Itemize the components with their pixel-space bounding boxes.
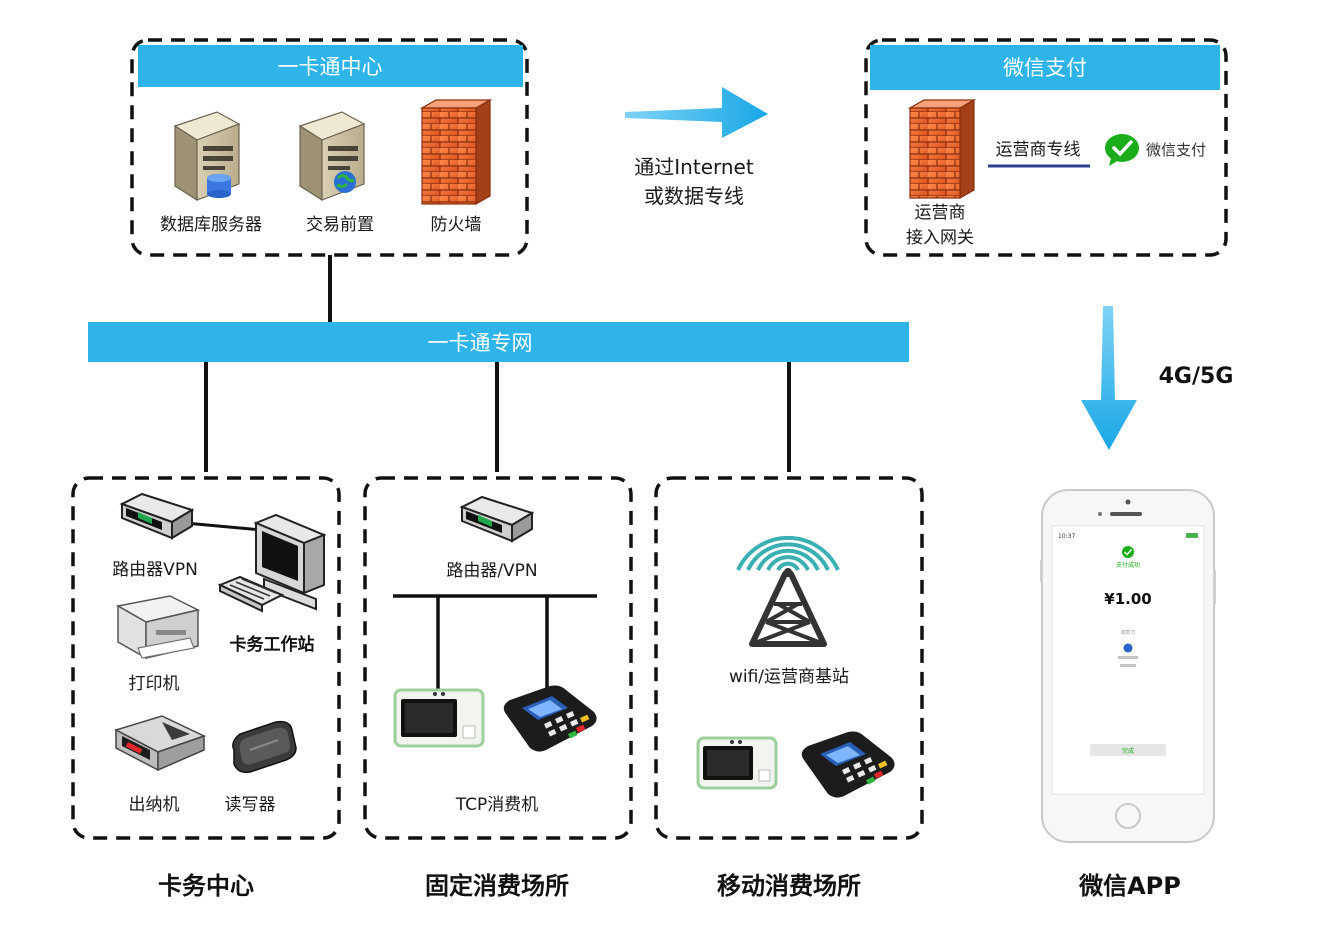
workstation-label: 卡务工作站 bbox=[230, 634, 315, 655]
database-server-label: 数据库服务器 bbox=[160, 215, 262, 235]
firewall-icon bbox=[419, 98, 493, 206]
reader-label: 读写器 bbox=[225, 795, 276, 815]
connector-lines bbox=[184, 255, 791, 692]
mobile-face-terminal-icon bbox=[696, 736, 778, 790]
cashier-label: 出纳机 bbox=[129, 795, 180, 815]
mobile-site-caption: 移动消费场所 bbox=[717, 872, 861, 900]
phone-done-label: 完成 bbox=[1122, 747, 1134, 755]
mobile-pos-icon bbox=[801, 731, 895, 798]
base-station-icon bbox=[736, 535, 840, 647]
gateway-label-2: 接入网关 bbox=[906, 228, 974, 248]
network-bar-label: 一卡通专网 bbox=[428, 331, 533, 355]
internet-arrow bbox=[625, 87, 768, 138]
base-station-label: wifi/运营商基站 bbox=[729, 667, 849, 687]
wechat-group-box bbox=[864, 38, 1228, 257]
phone-status-time: 10:37 bbox=[1058, 533, 1075, 540]
printer-icon bbox=[115, 595, 201, 660]
transaction-front-icon bbox=[298, 111, 366, 202]
phone-caption: 微信APP bbox=[1078, 872, 1181, 900]
payee-logo-icon bbox=[1123, 643, 1133, 653]
center-title: 一卡通中心 bbox=[278, 55, 383, 79]
card-center-group-box bbox=[71, 476, 341, 840]
firewall-label: 防火墙 bbox=[431, 215, 482, 235]
internet-link-text-2: 或数据专线 bbox=[644, 184, 744, 208]
wechat-title: 微信支付 bbox=[1003, 56, 1087, 80]
card-center-router-label: 路由器VPN bbox=[112, 560, 198, 580]
mobile-site-group-box bbox=[654, 476, 924, 840]
workstation-icon bbox=[217, 513, 327, 613]
router-icon bbox=[119, 492, 195, 540]
phone-amount: ¥1.00 bbox=[1104, 590, 1151, 608]
fixed-face-terminal-icon bbox=[393, 688, 485, 748]
printer-label: 打印机 bbox=[129, 674, 180, 694]
center-title-bar bbox=[138, 45, 523, 87]
cashier-machine-icon bbox=[114, 715, 206, 772]
fixed-router-label: 路由器/VPN bbox=[446, 561, 537, 581]
fixed-pos-icon bbox=[503, 685, 597, 752]
fixed-site-caption: 固定消费场所 bbox=[425, 872, 569, 900]
transaction-front-label: 交易前置 bbox=[306, 215, 374, 235]
phone-payee-label: 收款方 bbox=[1120, 629, 1135, 636]
phone-battery-icon bbox=[1186, 533, 1198, 538]
card-reader-icon bbox=[232, 720, 297, 774]
wechat-title-bar bbox=[870, 45, 1220, 90]
fixed-site-group-box bbox=[363, 476, 633, 840]
wechat-pay-logo-text: 微信支付 bbox=[1146, 141, 1206, 159]
network-bar bbox=[88, 322, 909, 362]
database-server-icon bbox=[173, 111, 241, 202]
success-check-icon bbox=[1122, 546, 1134, 558]
carrier-line-label: 运营商专线 bbox=[996, 140, 1081, 160]
fixed-router-icon bbox=[459, 495, 535, 543]
mobile-network-arrow bbox=[1081, 306, 1137, 450]
gateway-label-1: 运营商 bbox=[915, 203, 966, 223]
phone-pay-status: 支付成功 bbox=[1116, 561, 1140, 569]
internet-link-text-1: 通过Internet bbox=[634, 155, 754, 179]
mobile-link-label: 4G/5G bbox=[1159, 364, 1234, 389]
wechat-pay-icon bbox=[1105, 134, 1139, 166]
card-center-caption: 卡务中心 bbox=[158, 872, 254, 900]
phone-done-button[interactable] bbox=[1090, 744, 1166, 756]
phone-icon: 10:37 支付成功 ¥1.00 收款方 完成 bbox=[1040, 489, 1216, 843]
gateway-firewall-icon bbox=[907, 98, 977, 200]
fixed-pos-label: TCP消费机 bbox=[455, 795, 539, 815]
